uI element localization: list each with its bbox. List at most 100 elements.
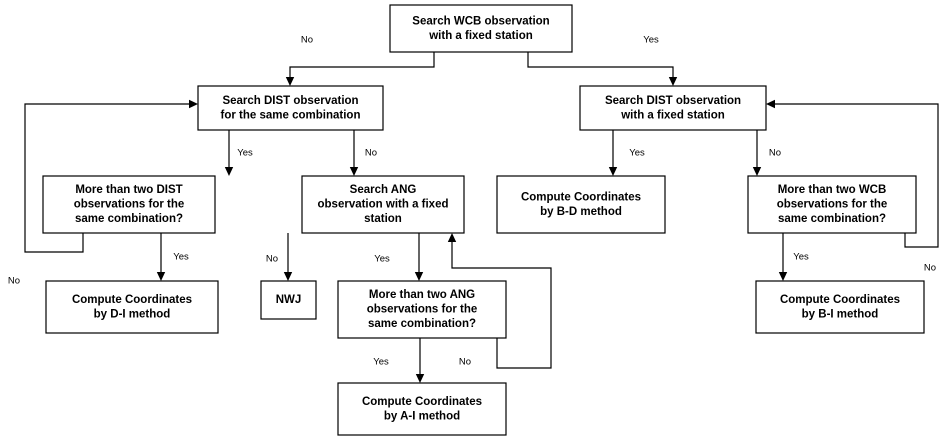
edge-more-ang-yes-to-compute-ai: Yes	[373, 338, 425, 383]
search-ang-fixed-station-box[interactable]: Search ANG observation with a fixed statio…	[301, 175, 465, 234]
edge-label-more-wcb-no: No	[924, 263, 936, 274]
search-wcb-observation-box-rect[interactable]	[389, 4, 573, 53]
edge-more-dist-no-loop-to-dist-same-combination-arrowhead	[189, 99, 198, 109]
edge-ang-no-to-nwj: No	[266, 233, 293, 281]
search-dist-fixed-station-box[interactable]: Search DIST observation with a fixed stat…	[579, 85, 767, 131]
more-than-two-wcb-decision-box[interactable]: More than two WCB observations for the sam…	[747, 175, 917, 234]
edge-label-more-ang-yes: Yes	[373, 357, 389, 368]
edge-more-wcb-no-loop-to-dist-fixed-station-arrowhead	[766, 99, 775, 109]
edge-label-dist-same-yes: Yes	[237, 148, 253, 159]
search-ang-fixed-station-box-line-1: observation with a fixed	[318, 199, 449, 211]
edge-ang-yes-to-more-two-ang: Yes	[374, 233, 424, 281]
compute-coordinates-bd-box-rect[interactable]	[496, 175, 666, 234]
edge-wcb-no-to-dist-same-combination-line	[289, 52, 435, 82]
edge-more-ang-no-loop-to-search-ang: No	[447, 233, 552, 369]
edge-wcb-yes-to-dist-fixed-station: Yes	[527, 35, 678, 86]
edge-more-ang-no-loop-to-search-ang-line	[451, 237, 552, 369]
edge-ang-yes-to-more-two-ang-arrowhead	[414, 272, 424, 281]
search-dist-same-combination-box-line-1: for the same combination	[221, 109, 361, 121]
more-than-two-ang-decision-box-rect[interactable]	[337, 280, 507, 339]
compute-coordinates-bi-box-rect[interactable]	[755, 280, 925, 334]
search-wcb-observation-box-line-0: Search WCB observation	[412, 15, 549, 27]
compute-coordinates-di-box-line-1: by D-I method	[94, 308, 171, 320]
more-than-two-wcb-decision-box-line-1: observations for the	[777, 199, 888, 211]
search-dist-same-combination-box[interactable]: Search DIST observation for the same comb…	[197, 85, 384, 131]
edge-label-dist-fixed-yes: Yes	[629, 148, 645, 159]
edge-dist-fixed-no-to-more-two-wcb: No	[752, 130, 781, 176]
more-than-two-dist-decision-box-line-1: observations for the	[74, 199, 185, 211]
more-than-two-ang-decision-box-line-1: observations for the	[367, 304, 478, 316]
compute-coordinates-di-box-line-0: Compute Coordinates	[72, 294, 192, 306]
search-wcb-observation-box-line-1: with a fixed station	[428, 30, 533, 42]
edge-label-dist-fixed-no: No	[769, 148, 781, 159]
compute-coordinates-bi-box-line-0: Compute Coordinates	[780, 294, 900, 306]
more-than-two-dist-decision-box[interactable]: More than two DIST observations for the sa…	[42, 175, 216, 234]
more-than-two-dist-decision-box-line-0: More than two DIST	[75, 184, 182, 196]
edge-label-more-wcb-yes: Yes	[793, 252, 809, 263]
edge-more-wcb-yes-to-compute-bi: Yes	[778, 233, 809, 281]
edge-wcb-no-to-dist-same-combination-arrowhead	[285, 77, 295, 86]
compute-coordinates-bi-box[interactable]: Compute Coordinates by B-I method	[755, 280, 925, 334]
compute-coordinates-ai-box-rect[interactable]	[337, 382, 507, 436]
search-ang-fixed-station-box-line-2: station	[364, 213, 402, 225]
edge-label-dist-same-no: No	[365, 148, 377, 159]
edge-more-wcb-no-loop-to-dist-fixed-station: No	[766, 99, 939, 274]
edge-more-dist-yes-to-compute-di: Yes	[156, 233, 189, 281]
edge-dist-same-no-to-search-ang: No	[349, 130, 377, 176]
edge-label-more-dist-no: No	[8, 276, 20, 287]
nodes-layer: Search WCB observation with a fixed stati…	[42, 4, 925, 436]
edge-more-dist-yes-to-compute-di-arrowhead	[156, 272, 166, 281]
compute-coordinates-di-box-rect[interactable]	[45, 280, 219, 334]
compute-coordinates-di-box[interactable]: Compute Coordinates by D-I method	[45, 280, 219, 334]
edge-label-ang-yes: Yes	[374, 254, 390, 265]
more-than-two-dist-decision-box-line-2: same combination?	[75, 213, 183, 225]
search-dist-fixed-station-box-line-1: with a fixed station	[620, 109, 725, 121]
nwj-terminal-box-rect[interactable]	[260, 280, 317, 320]
edge-label-more-dist-yes: Yes	[173, 252, 189, 263]
edge-more-ang-no-loop-to-search-ang-arrowhead	[447, 233, 457, 242]
search-ang-fixed-station-box-rect[interactable]	[301, 175, 465, 234]
more-than-two-wcb-decision-box-line-0: More than two WCB	[778, 184, 887, 196]
edge-label-wcb-yes: Yes	[643, 35, 659, 46]
edge-ang-no-to-nwj-arrowhead	[283, 272, 293, 281]
compute-coordinates-ai-box-line-1: by A-I method	[384, 410, 460, 422]
edge-label-ang-no: No	[266, 254, 278, 265]
search-ang-fixed-station-box-line-0: Search ANG	[350, 184, 417, 196]
more-than-two-dist-decision-box-rect[interactable]	[42, 175, 216, 234]
edge-more-wcb-yes-to-compute-bi-arrowhead	[778, 272, 788, 281]
edge-more-wcb-no-loop-to-dist-fixed-station-line	[770, 103, 939, 248]
edge-dist-same-no-to-search-ang-arrowhead	[349, 167, 359, 176]
search-dist-fixed-station-box-rect[interactable]	[579, 85, 767, 131]
edge-label-more-ang-no: No	[459, 357, 471, 368]
compute-coordinates-bd-box-line-0: Compute Coordinates	[521, 191, 641, 203]
edge-dist-same-yes-to-more-two-dist: Yes	[224, 130, 253, 176]
edge-more-dist-no-loop-to-dist-same-combination: No	[8, 99, 198, 287]
more-than-two-ang-decision-box-line-0: More than two ANG	[369, 289, 475, 301]
search-dist-same-combination-box-rect[interactable]	[197, 85, 384, 131]
nwj-terminal-box-line-0: NWJ	[276, 294, 302, 306]
edge-label-wcb-no: No	[301, 35, 313, 46]
edge-wcb-no-to-dist-same-combination: No	[285, 35, 435, 86]
edge-more-ang-yes-to-compute-ai-arrowhead	[415, 374, 425, 383]
compute-coordinates-bd-box[interactable]: Compute Coordinates by B-D method	[496, 175, 666, 234]
more-than-two-ang-decision-box-line-2: same combination?	[368, 318, 476, 330]
edge-dist-same-yes-to-more-two-dist-arrowhead	[224, 167, 234, 176]
more-than-two-ang-decision-box[interactable]: More than two ANG observations for the sam…	[337, 280, 507, 339]
compute-coordinates-ai-box-line-0: Compute Coordinates	[362, 396, 482, 408]
search-wcb-observation-box[interactable]: Search WCB observation with a fixed stati…	[389, 4, 573, 53]
edge-dist-fixed-no-to-more-two-wcb-arrowhead	[752, 167, 762, 176]
edge-wcb-yes-to-dist-fixed-station-arrowhead	[668, 77, 678, 86]
edge-wcb-yes-to-dist-fixed-station-line	[527, 52, 674, 82]
compute-coordinates-ai-box[interactable]: Compute Coordinates by A-I method	[337, 382, 507, 436]
search-dist-fixed-station-box-line-0: Search DIST observation	[605, 95, 741, 107]
search-dist-same-combination-box-line-0: Search DIST observation	[222, 95, 358, 107]
more-than-two-wcb-decision-box-rect[interactable]	[747, 175, 917, 234]
compute-coordinates-bi-box-line-1: by B-I method	[802, 308, 879, 320]
more-than-two-wcb-decision-box-line-2: same combination?	[778, 213, 886, 225]
compute-coordinates-bd-box-line-1: by B-D method	[540, 206, 622, 218]
edge-dist-fixed-yes-to-compute-bd: Yes	[608, 130, 645, 176]
nwj-terminal-box[interactable]: NWJ	[260, 280, 317, 320]
